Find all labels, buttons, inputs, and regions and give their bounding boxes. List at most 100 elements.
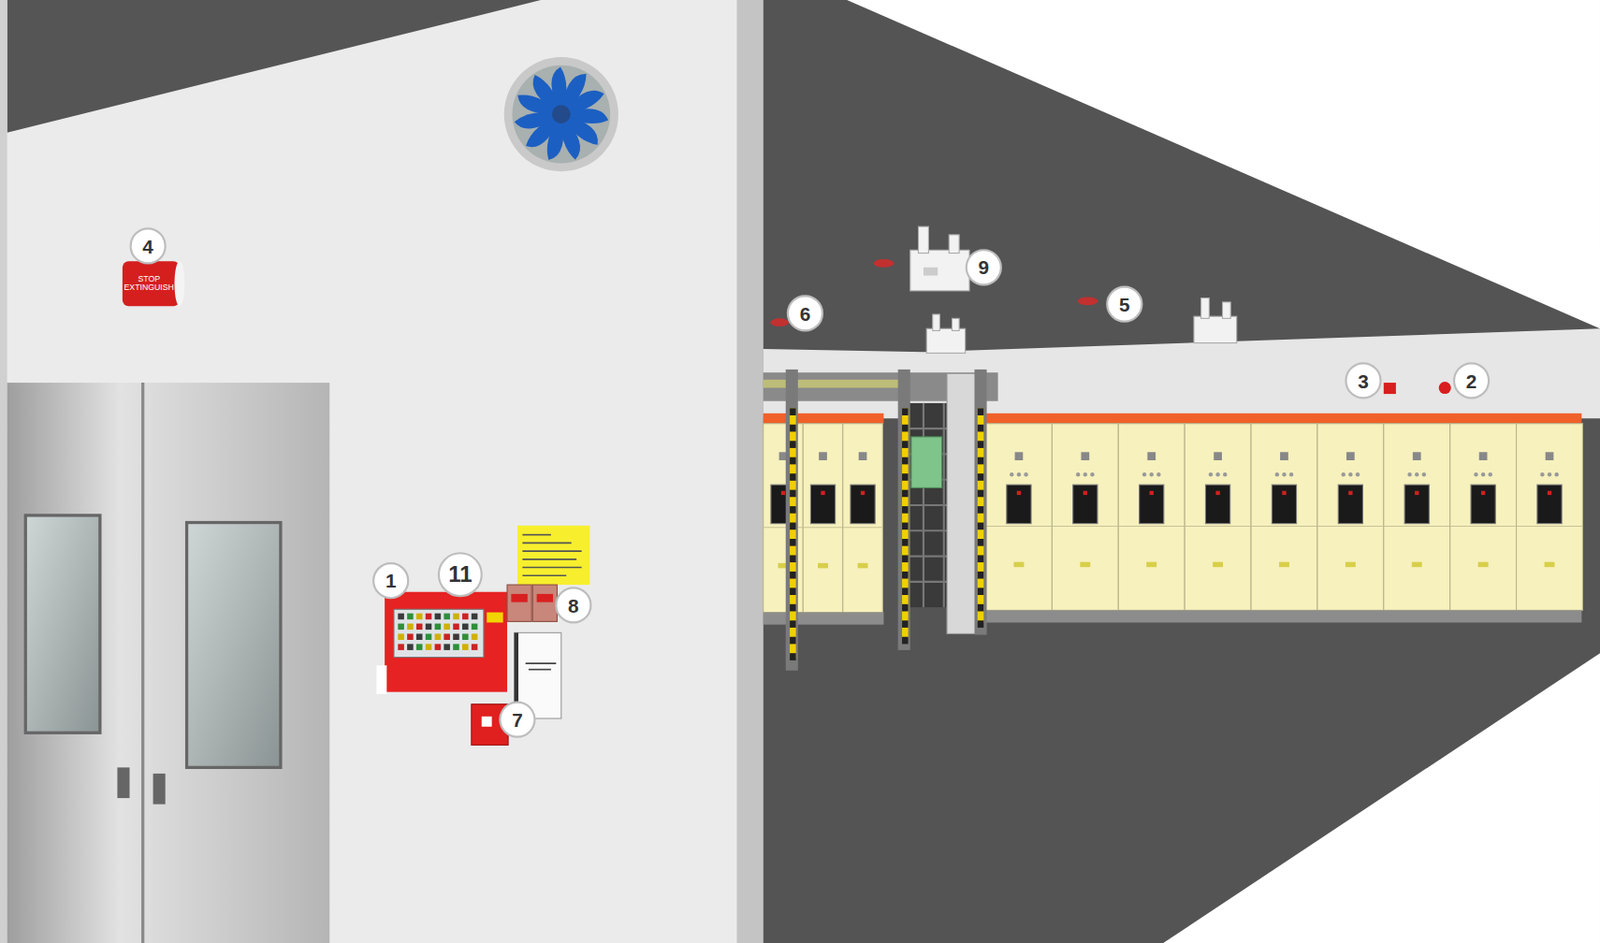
switchgear-cabinets-part (858, 451, 868, 461)
switchgear-cabinets-part (1338, 484, 1363, 524)
switchgear-cabinets-part (1544, 562, 1556, 568)
gantry-part-part (901, 554, 909, 563)
gantry-part-part (901, 424, 909, 433)
switchgear-cabinets-part (1281, 472, 1286, 477)
callout-circle (373, 563, 408, 598)
gantry-part-part (789, 407, 797, 416)
switchgear-cabinets-part (1149, 472, 1154, 477)
ceiling-units (910, 226, 1237, 353)
callout-number: 8 (555, 587, 591, 623)
switchgear-cabinets-part (1554, 472, 1558, 477)
gantry-part-part (901, 440, 909, 449)
switchgear-cabinets-part (818, 451, 828, 461)
ceiling-units-part-part (1193, 316, 1237, 343)
switchgear-cabinets-part (1481, 491, 1485, 495)
ceiling-units-part (1193, 298, 1237, 344)
switchgear-cabinets-part (1205, 484, 1230, 524)
callout-number: 6 (787, 295, 823, 331)
control-panel-part-part (397, 624, 405, 631)
ceiling-units-part (926, 314, 965, 353)
switchgear-cabinets-part (985, 423, 1052, 611)
switchgear-cabinets-part (1146, 562, 1157, 568)
switchgear-cabinets-part (984, 610, 1582, 623)
switchgear-cabinets (763, 413, 1584, 626)
control-panel-part-part (397, 613, 405, 621)
gantry-part-part (789, 604, 797, 612)
switchgear-cabinets-part (1213, 451, 1222, 461)
left-wall-part (0, 0, 737, 943)
switchgear-cabinets-part (1341, 472, 1346, 477)
gantry-part-part (977, 407, 985, 416)
notice-and-switches-part (537, 594, 553, 603)
switchgear-cabinets-part (1317, 423, 1384, 611)
switchgear-cabinets-part (802, 526, 844, 528)
notice-and-switches-part (532, 584, 557, 622)
gantry-part-part (901, 407, 909, 416)
gantry-part (898, 369, 911, 651)
callout-circle (1106, 287, 1142, 322)
extract-fan-part (552, 104, 571, 124)
switchgear-cabinets-part (1079, 562, 1091, 568)
control-panel-part-part (462, 613, 469, 621)
gantry-part-part (977, 490, 985, 498)
control-panel-part-part (407, 643, 414, 651)
switchgear-cabinets-part (1279, 562, 1290, 568)
gantry-part-part (789, 554, 797, 563)
switchgear-cabinets-part (1009, 472, 1014, 477)
abort-sign-part (174, 261, 185, 306)
control-panel-part-part (471, 624, 479, 631)
callout-number: 7 (499, 702, 535, 738)
callout-circle (555, 587, 591, 623)
ceiling-units-part-part (918, 226, 930, 253)
gantry-part (789, 407, 797, 658)
switchgear-cabinets-part (843, 526, 884, 528)
gantry-part-part (977, 587, 985, 596)
detectors-part (1439, 381, 1452, 394)
left-wall-part (0, 0, 8, 943)
right-room-part (763, 0, 1600, 943)
gantry-part-part (901, 457, 909, 466)
callout-number: 2 (1454, 363, 1489, 398)
switchgear-cabinets-part (1156, 472, 1161, 477)
switchgear-cabinets-part (1317, 525, 1384, 527)
switchgear-cabinets-part (1006, 484, 1032, 524)
control-panel-part-part (462, 624, 469, 631)
ceiling-units-part-part (910, 249, 970, 291)
left-wall (0, 0, 737, 943)
gantry-part-part (789, 424, 797, 433)
control-panel-part-part (471, 633, 479, 640)
gantry-part-part (901, 538, 909, 547)
notice-and-switches-part (517, 525, 590, 585)
notice-and-switches-part (510, 594, 527, 603)
gantry-part-part (901, 490, 909, 498)
switchgear-cabinets-part (1090, 472, 1094, 477)
door-part (25, 515, 101, 733)
gantry-part-part (789, 571, 797, 580)
control-panel-part-part (452, 633, 460, 640)
extract-fan-part (513, 65, 611, 162)
switchgear-cabinets-part (1023, 472, 1028, 477)
door-part (141, 382, 145, 943)
switchgear-cabinets-part (1139, 484, 1164, 524)
switchgear-cabinets-part (1412, 451, 1422, 461)
switchgear-cabinets-part (1383, 525, 1451, 527)
gantry-part-part (977, 506, 985, 514)
control-panel-part (397, 613, 478, 651)
gantry-part-part (977, 440, 985, 449)
switchgear-cabinets-part (1212, 562, 1223, 568)
switchgear-cabinets-part (1051, 525, 1119, 527)
switchgear-cabinets-part (1013, 562, 1024, 568)
control-panel-part (393, 609, 484, 657)
switchgear-cabinets-part (1080, 451, 1090, 461)
detectors-part (1383, 382, 1397, 394)
notice-and-switches-part (507, 584, 532, 622)
switchgear-cabinets-part (1250, 423, 1318, 611)
switchgear-cabinets-part (1516, 525, 1584, 527)
door-part (116, 767, 130, 799)
switchgear-cabinets-part (1083, 472, 1088, 477)
switchgear-cabinets-part (1142, 472, 1147, 477)
switchgear-cabinets-part (1215, 472, 1220, 477)
switchgear-cabinets-part (1017, 491, 1021, 495)
switchgear-cabinets-part (1545, 451, 1555, 461)
